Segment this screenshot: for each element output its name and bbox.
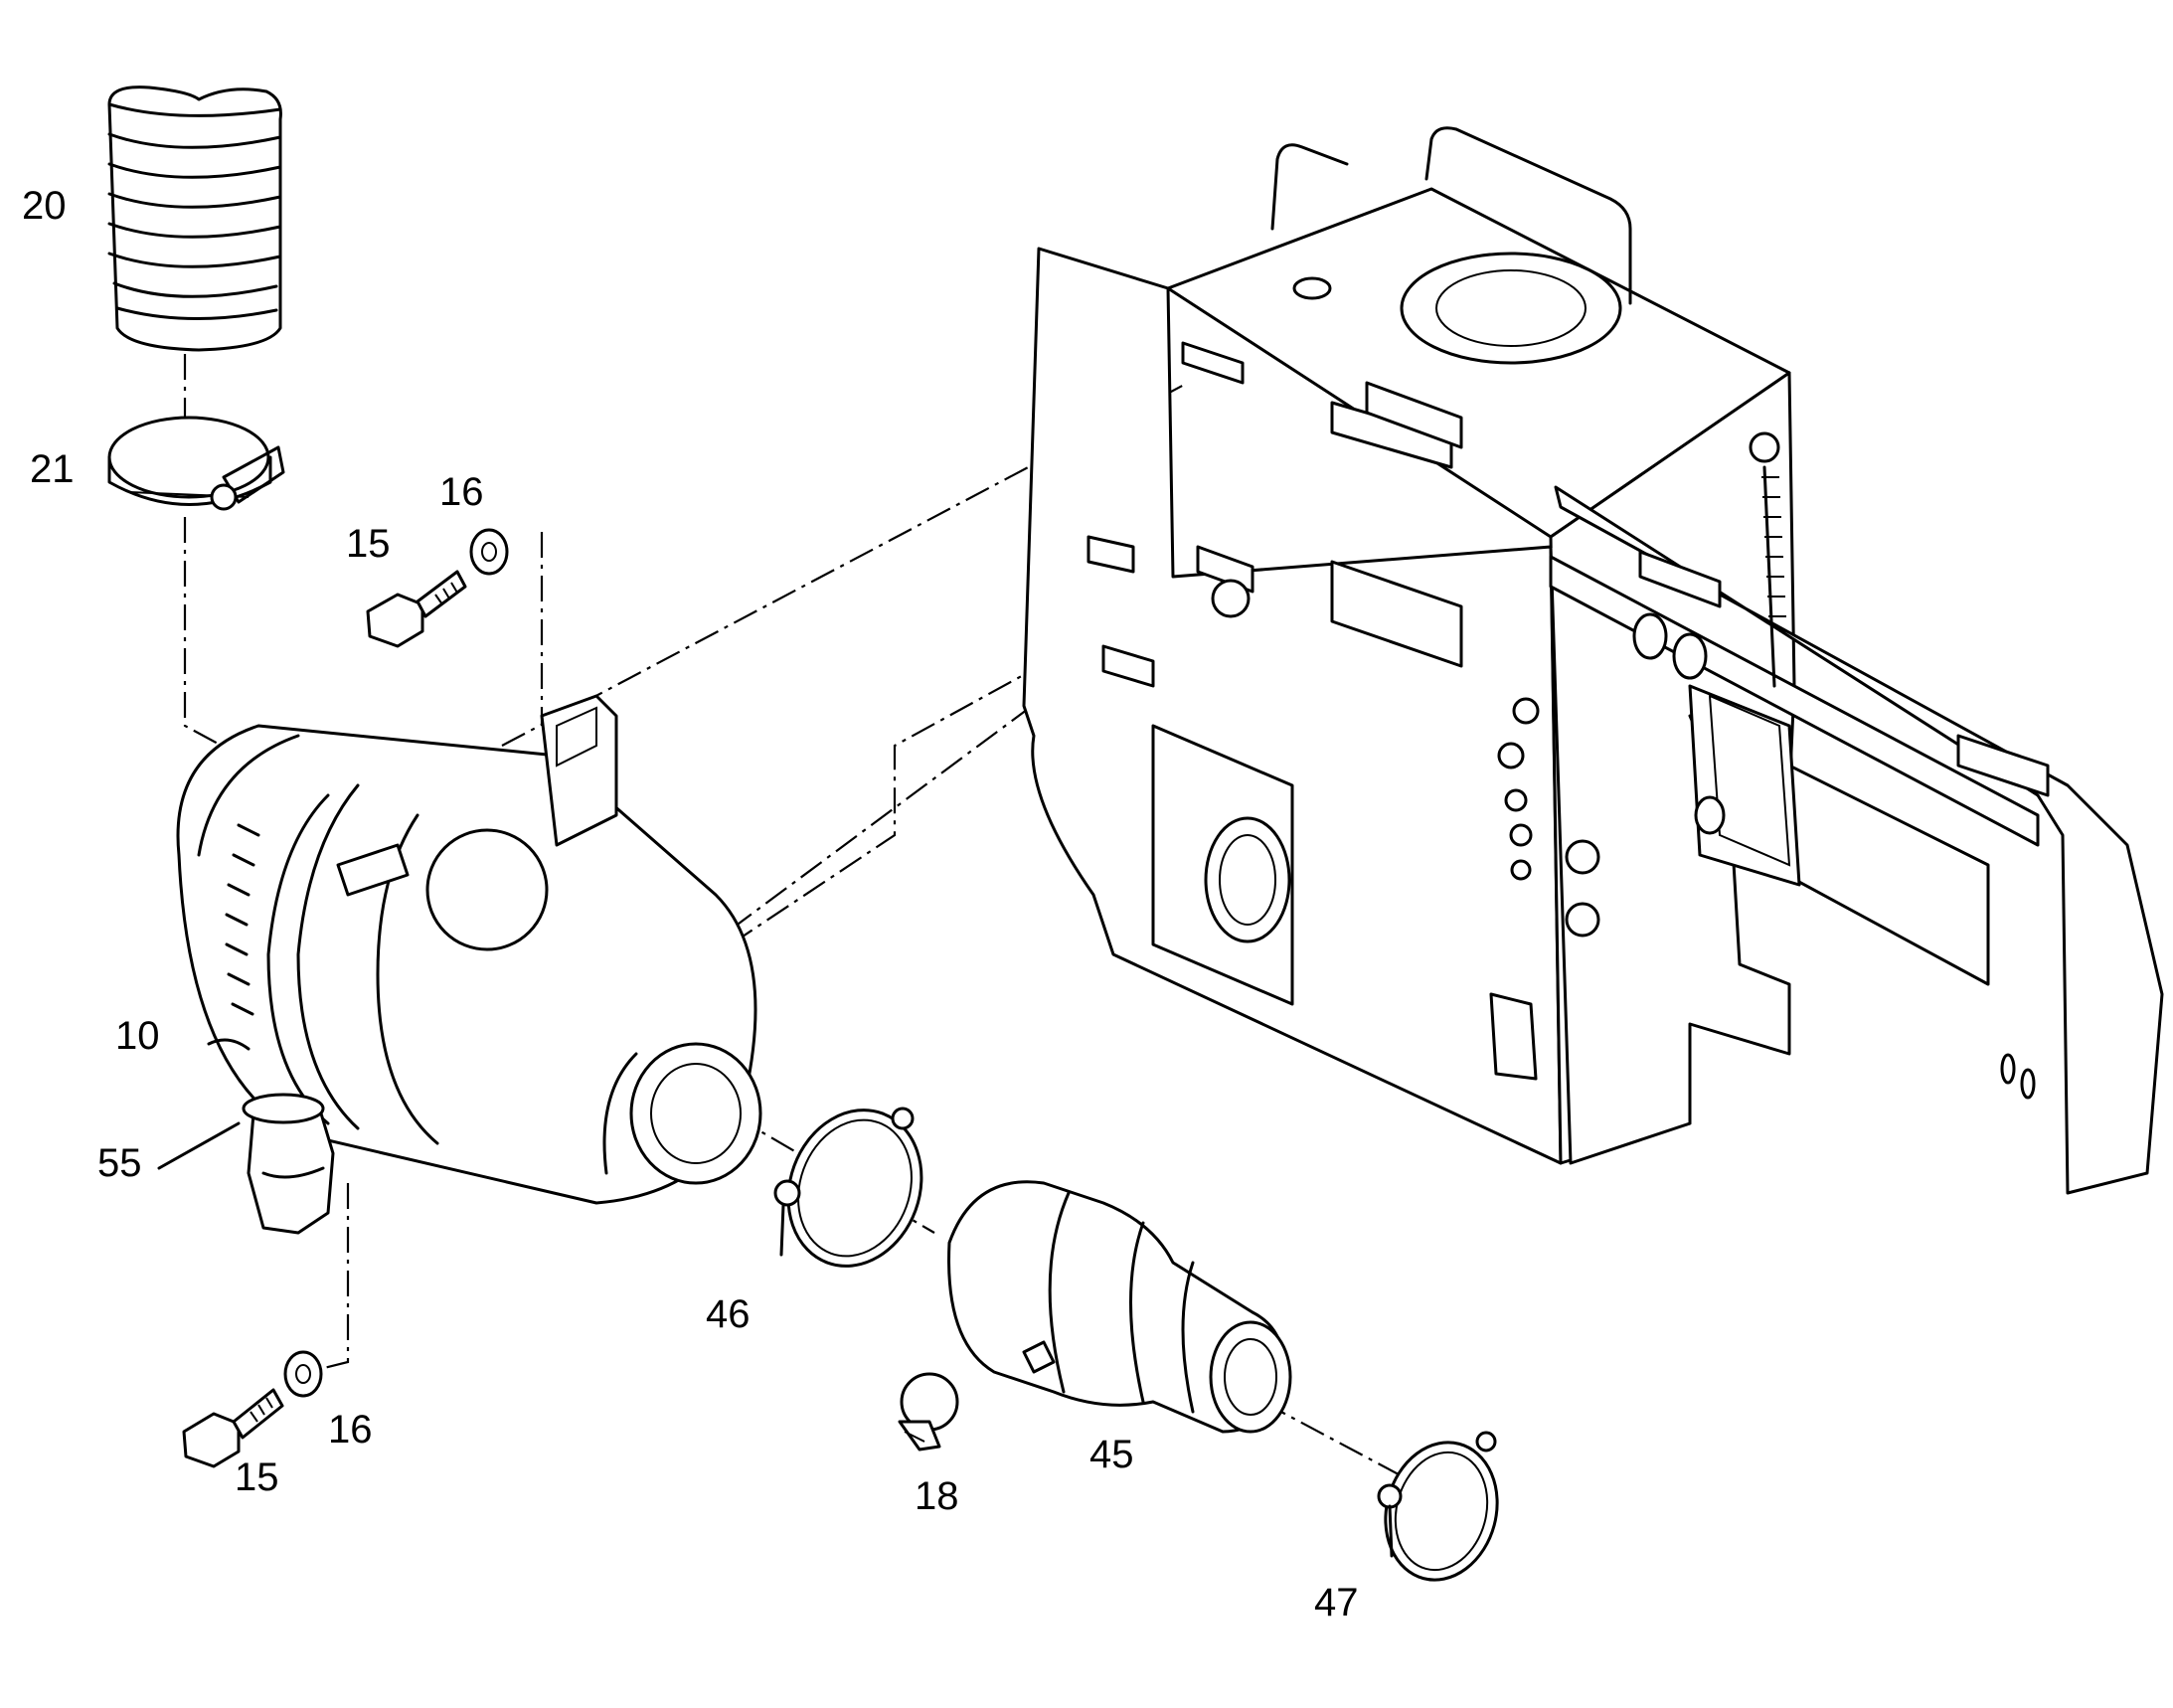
callout-leaders: [157, 1038, 251, 1170]
bolt-part-15-bottom: [182, 1388, 284, 1468]
machine-frame: [1022, 126, 2164, 1195]
callout-21: 21: [30, 447, 75, 491]
callout-45: 45: [1089, 1433, 1134, 1476]
callout-15-bottom: 15: [235, 1455, 279, 1499]
sensor-part-18: [898, 1372, 959, 1452]
callout-15-top: 15: [346, 522, 391, 566]
callout-10: 10: [115, 1014, 160, 1058]
air-filter-part-10: [176, 694, 762, 1205]
callout-16-top: 16: [439, 470, 484, 514]
washer-part-16-top: [469, 528, 509, 576]
callout-47: 47: [1314, 1581, 1359, 1624]
callout-16-bottom: 16: [328, 1408, 373, 1452]
intake-adapter-part-45: [947, 1180, 1292, 1434]
callout-46: 46: [706, 1292, 751, 1336]
bellows-hose-part-20: [107, 85, 282, 352]
hose-clamp-part-21: [107, 416, 285, 511]
callout-18: 18: [915, 1474, 959, 1518]
clamp-part-46: [773, 1107, 923, 1268]
drain-valve-part-55: [242, 1093, 335, 1235]
clamp-part-47: [1377, 1431, 1499, 1582]
callout-20: 20: [22, 184, 67, 228]
callout-55: 55: [97, 1141, 142, 1185]
washer-part-16-bottom: [283, 1350, 323, 1398]
bolt-part-15-top: [366, 570, 467, 648]
